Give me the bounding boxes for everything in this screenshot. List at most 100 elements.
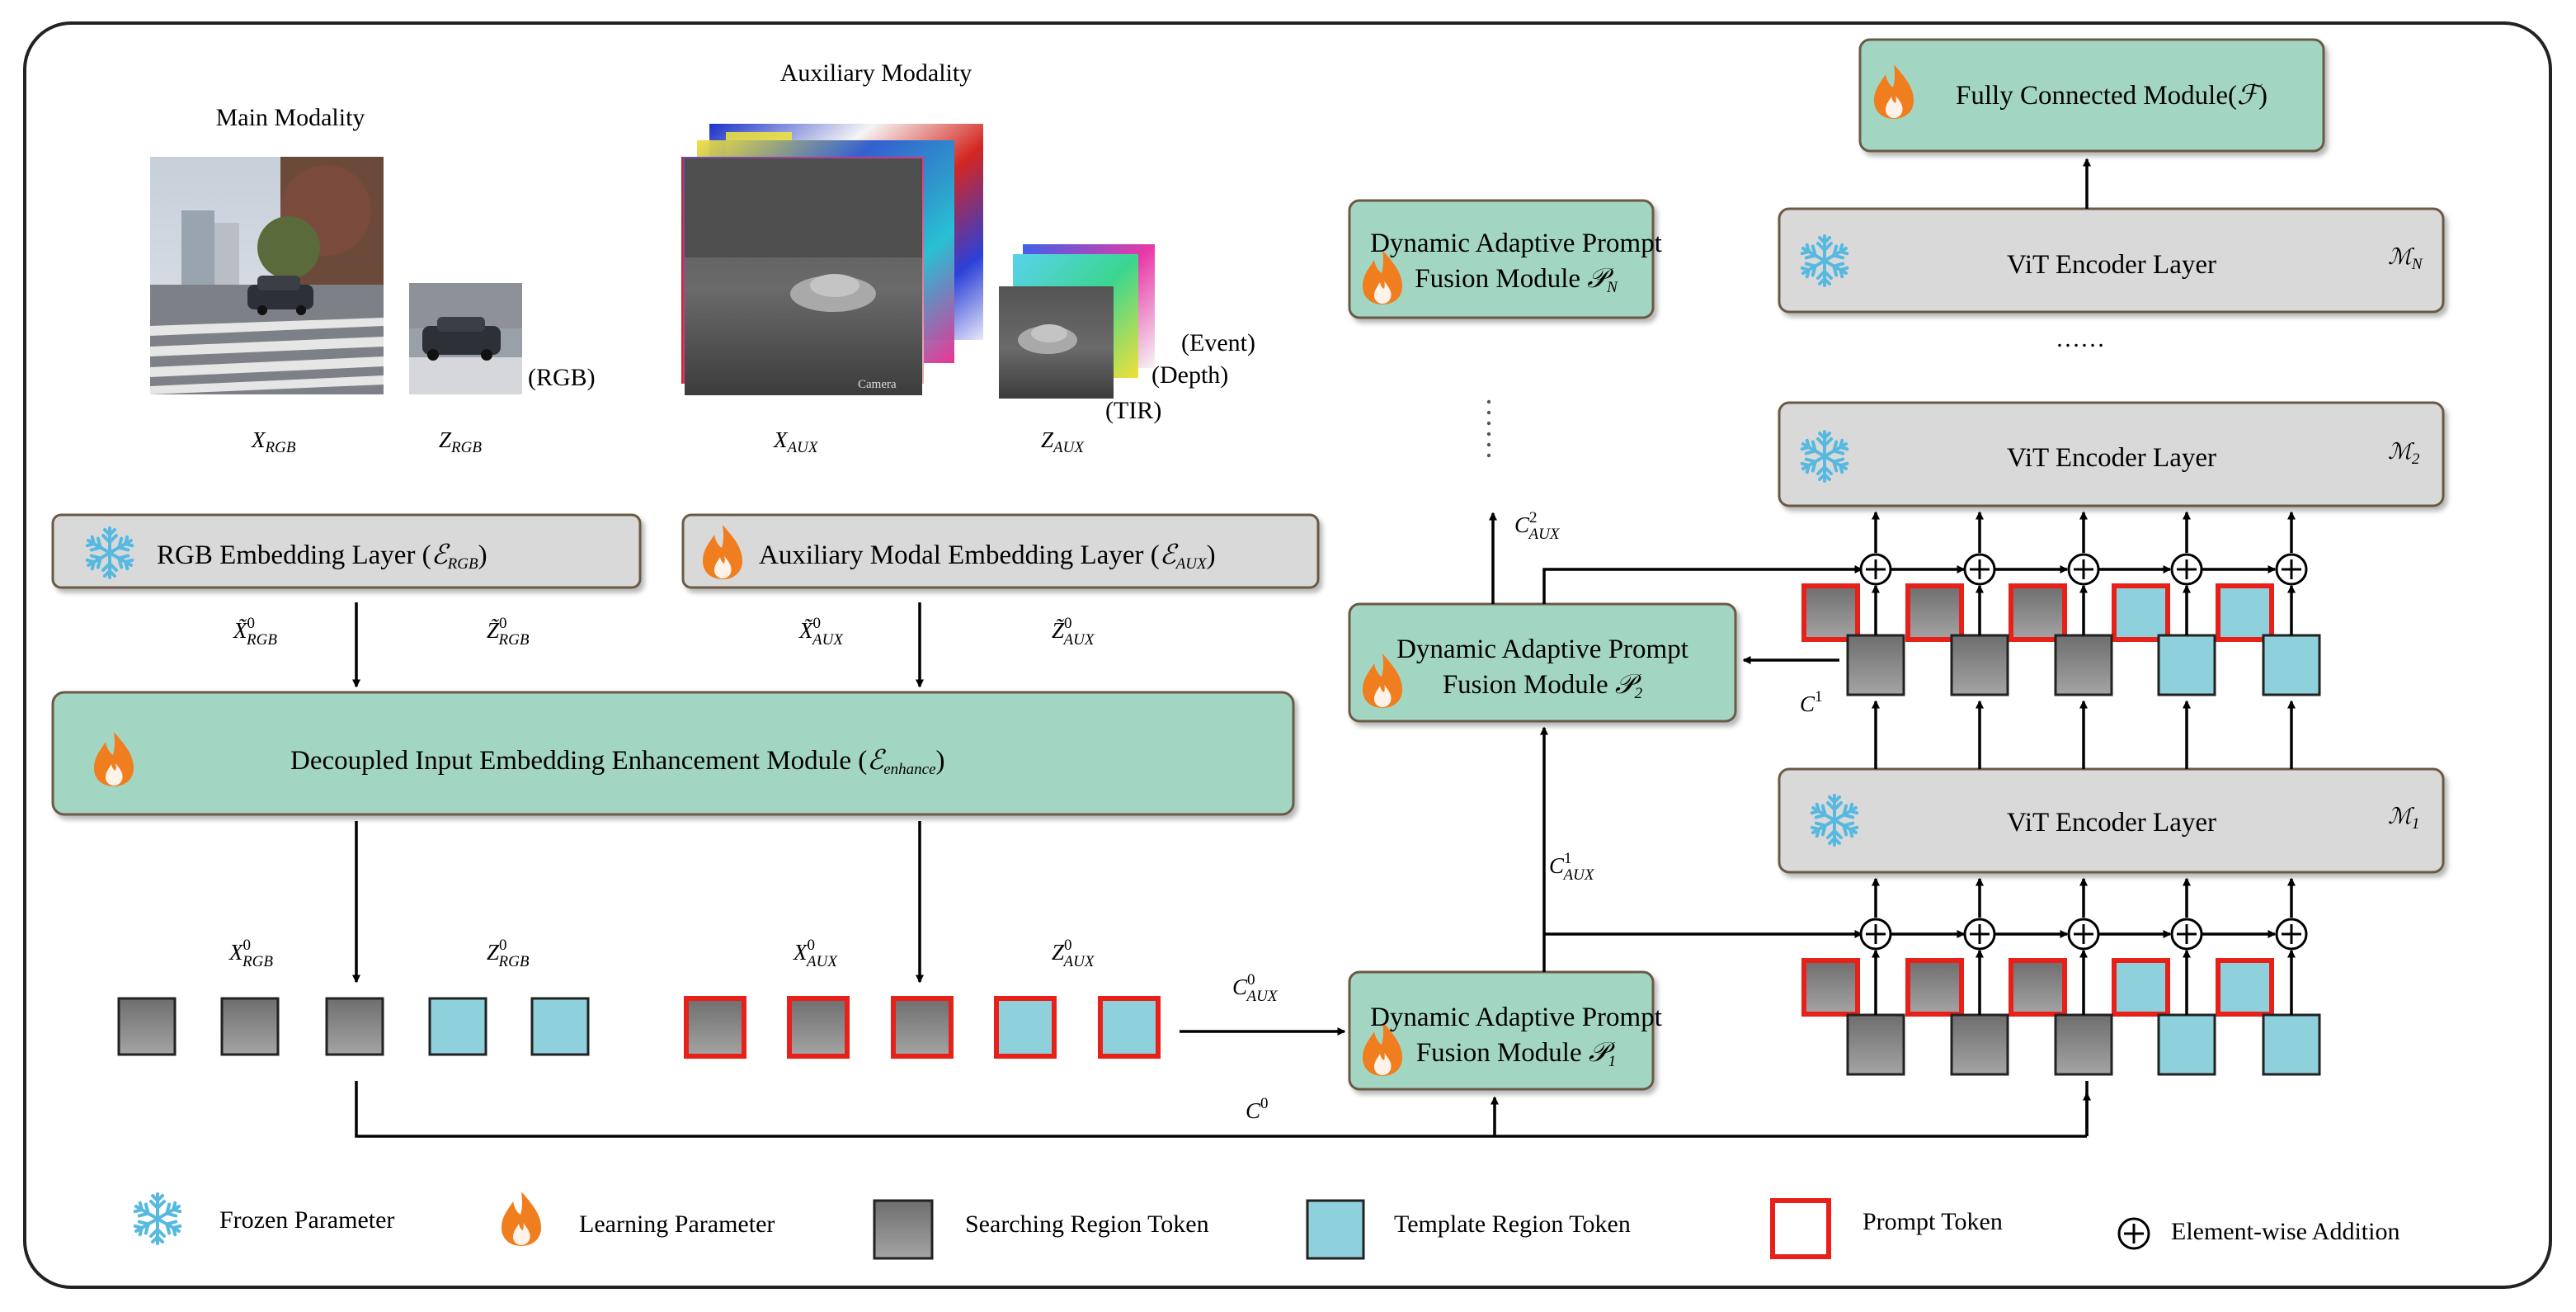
- dapf-module-n: Dynamic Adaptive Prompt Fusion Module 𝒫N: [1348, 199, 1662, 319]
- prompt-token: [2009, 583, 2067, 642]
- tir-tag: (TIR): [1105, 397, 1161, 424]
- dapf-2-line1: Dynamic Adaptive Prompt: [1396, 635, 1688, 664]
- vertical-ellipsis: [1486, 399, 1491, 458]
- dapf-n-line2: Fusion Module 𝒫N: [1415, 264, 1618, 296]
- fully-connected-module: Fully Connected Module(ℱ): [1858, 38, 2325, 153]
- main-modality-group: Main Modality: [150, 104, 596, 394]
- prompt-token: [2009, 958, 2067, 1017]
- dapf-1-line2: Fusion Module 𝒫1: [1416, 1038, 1616, 1070]
- aux-embedding-layer: Auxiliary Modal Embedding Layer (ℰAUX): [681, 513, 1320, 589]
- vit-encoder-layer-1: ViT Encoder Layer ℳ1: [1778, 767, 2445, 874]
- dapf-1-line1: Dynamic Adaptive Prompt: [1370, 1003, 1662, 1032]
- prompt-token: [2112, 958, 2170, 1017]
- legend-template: Template Region Token: [1394, 1211, 1631, 1238]
- c0-line: [355, 1081, 2087, 1138]
- layer1-addition-row: [1544, 877, 2308, 1136]
- learning-flame-icon: [502, 1192, 541, 1246]
- c1-label: C1: [1800, 688, 1823, 716]
- template-token-legend-icon: [1306, 1199, 1365, 1260]
- prompt-token: [2216, 958, 2274, 1017]
- camera-watermark: Camera: [858, 378, 897, 391]
- vit-1-label: ViT Encoder Layer: [2007, 808, 2216, 838]
- x-aux-label: XAUX: [773, 427, 819, 456]
- rgb-token-row: [117, 997, 590, 1056]
- prompt-token: [787, 996, 850, 1059]
- search-token: [117, 997, 177, 1056]
- search-token: [2054, 634, 2113, 696]
- rgb-embedding-layer: RGB Embedding Layer (ℰRGB): [51, 513, 642, 589]
- legend-prompt: Prompt Token: [1863, 1208, 2003, 1235]
- rgb-search-image: [150, 157, 384, 394]
- m1-label: ℳ1: [2388, 804, 2419, 833]
- template-token: [2157, 634, 2216, 696]
- rgb-tag: (RGB): [528, 364, 596, 391]
- z-aux-label: ZAUX: [1041, 427, 1085, 456]
- template-token: [2262, 1013, 2321, 1076]
- search-token: [1846, 634, 1905, 696]
- vit-n-label: ViT Encoder Layer: [2007, 250, 2216, 280]
- event-tag: (Event): [1181, 329, 1255, 356]
- legend-addition: Element-wise Addition: [2171, 1218, 2399, 1245]
- search-token: [1950, 1013, 2009, 1076]
- search-token: [1950, 634, 2009, 696]
- layer2-addition-row: [1542, 511, 2308, 635]
- depth-tag: (Depth): [1151, 361, 1228, 389]
- template-token: [530, 997, 590, 1056]
- aux-tir-template-image: [999, 286, 1114, 399]
- dapf-module-1: Dynamic Adaptive Prompt Fusion Module 𝒫1: [1348, 970, 1662, 1091]
- dapf-n-line1: Dynamic Adaptive Prompt: [1370, 229, 1662, 258]
- fc-label: Fully Connected Module(ℱ): [1956, 81, 2268, 111]
- addition-legend-icon: [2117, 1217, 2150, 1250]
- search-token: [2054, 1013, 2113, 1076]
- prompt-token: [1098, 996, 1161, 1059]
- vit-2-label: ViT Encoder Layer: [2007, 443, 2216, 473]
- template-token: [2157, 1013, 2216, 1076]
- aux-modality-group: Auxiliary Modality Camera (Event) (Depth…: [681, 59, 1255, 424]
- layer-ellipsis: ……: [2056, 325, 2105, 352]
- dapf-2-line2: Fusion Module 𝒫2: [1443, 670, 1643, 702]
- search-token-legend-icon: [873, 1199, 934, 1260]
- vit-encoder-layer-2: ViT Encoder Layer ℳ2: [1778, 401, 2445, 507]
- prompt-token: [684, 996, 746, 1059]
- layer1-token-stack: [1801, 958, 2321, 1076]
- enhance-label: Decoupled Input Embedding Enhancement Mo…: [290, 746, 945, 778]
- z-rgb-label: ZRGB: [439, 427, 482, 456]
- aux-tir-search-image: Camera: [685, 158, 922, 395]
- c0-label: C0: [1246, 1095, 1269, 1123]
- template-token: [2262, 634, 2321, 696]
- legend-learning: Learning Parameter: [579, 1211, 775, 1238]
- prompt-token: [1905, 958, 1964, 1017]
- legend: Frozen Parameter Learning Parameter Sear…: [133, 1192, 2399, 1260]
- prompt-token: [994, 996, 1057, 1059]
- m2-label: ℳ2: [2388, 439, 2420, 468]
- layer1-to-layer2-arrows: [1872, 700, 2296, 769]
- template-token: [428, 997, 487, 1056]
- legend-search: Searching Region Token: [965, 1211, 1209, 1238]
- aux-embedding-label: Auxiliary Modal Embedding Layer (ℰAUX): [759, 540, 1216, 573]
- mn-label: ℳN: [2388, 244, 2423, 273]
- prompt-token: [2112, 583, 2170, 642]
- prompt-token: [1905, 583, 1964, 642]
- rgb-template-image: [409, 283, 522, 394]
- vit-encoder-layer-n: ViT Encoder Layer ℳN: [1778, 207, 2445, 314]
- search-token: [220, 997, 280, 1056]
- layer2-token-stack: [1801, 583, 2321, 696]
- prompt-token: [1801, 958, 1860, 1017]
- prompt-token: [1801, 583, 1860, 642]
- prompt-token: [2216, 583, 2274, 642]
- main-modality-title: Main Modality: [216, 104, 365, 131]
- prompt-token: [891, 996, 954, 1059]
- aux-modality-title: Auxiliary Modality: [780, 59, 972, 87]
